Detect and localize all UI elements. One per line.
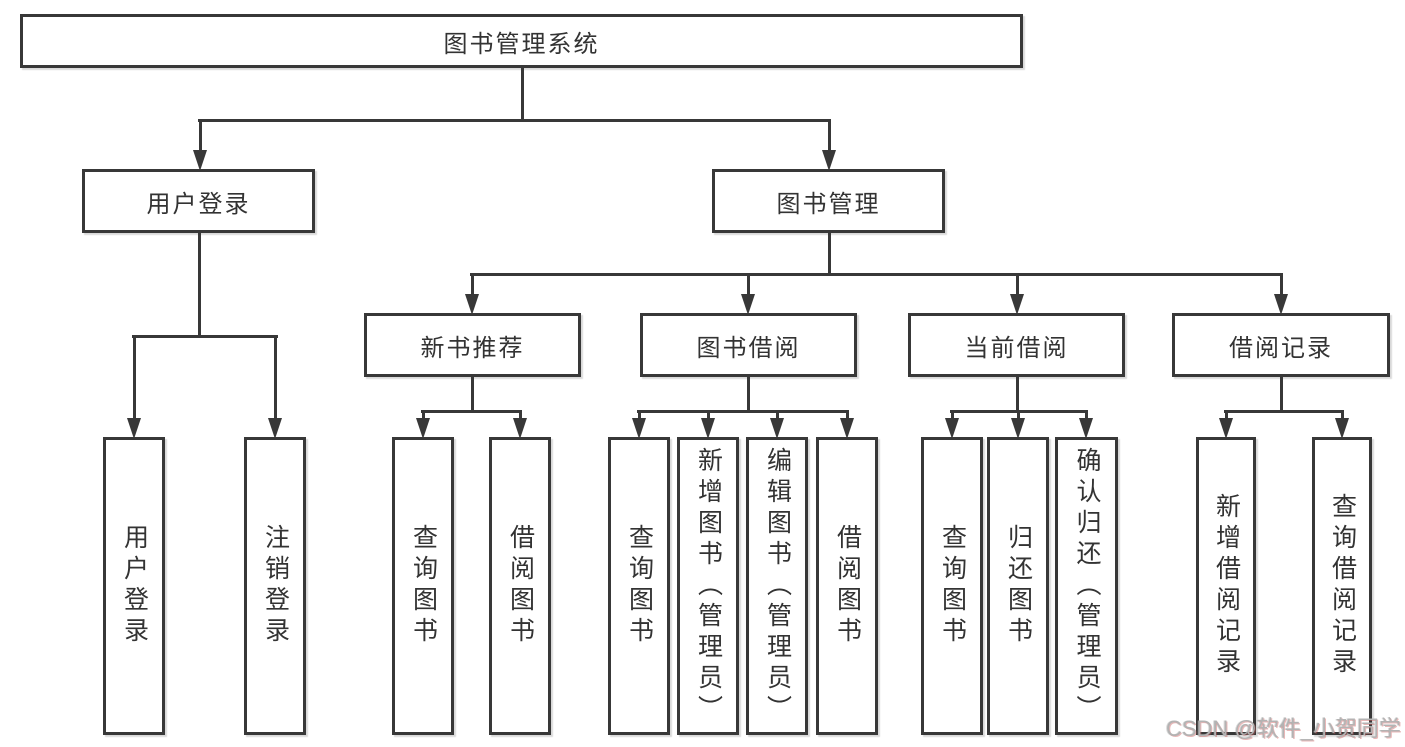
connector-line-vertical	[274, 335, 277, 421]
leaf-borrowing-edit-books-admin: 编辑图书（管理员）	[746, 437, 808, 735]
connector-line-horizontal	[1224, 410, 1344, 413]
arrowhead-down-icon	[1219, 418, 1233, 439]
arrowhead-down-icon	[513, 418, 527, 439]
connector-line-vertical	[1016, 377, 1019, 412]
leaf-borrowing-query-books-label: 查询图书	[625, 524, 654, 648]
node-borrowing-records-label: 借阅记录	[1229, 334, 1333, 362]
arrowhead-down-icon	[770, 418, 784, 439]
connector-line-vertical	[1016, 273, 1019, 296]
leaf-current-confirm-return-admin-label: 确认归还（管理员）	[1073, 446, 1101, 726]
connector-line-vertical	[1017, 410, 1020, 420]
connector-line-vertical	[828, 232, 831, 273]
node-book-borrowing: 图书借阅	[640, 313, 857, 377]
connector-line-vertical	[1280, 273, 1283, 296]
node-user-login: 用户登录	[82, 169, 315, 233]
arrowhead-down-icon	[1274, 294, 1288, 315]
connector-line-horizontal	[421, 410, 522, 413]
arrowhead-down-icon	[1335, 418, 1349, 439]
node-borrowing-records: 借阅记录	[1172, 313, 1390, 377]
node-root-label: 图书管理系统	[443, 30, 600, 58]
leaf-current-query-books-label: 查询图书	[938, 524, 967, 648]
arrowhead-down-icon	[268, 418, 282, 439]
connector-line-vertical	[199, 119, 202, 154]
leaf-borrowing-query-books: 查询图书	[608, 437, 670, 735]
leaf-logout: 注销登录	[244, 437, 306, 735]
connector-line-vertical	[638, 410, 641, 420]
leaf-records-add-record: 新增借阅记录	[1196, 437, 1256, 735]
leaf-recommend-query-books: 查询图书	[392, 437, 454, 735]
leaf-recommend-query-books-label: 查询图书	[409, 524, 438, 648]
leaf-records-query-record: 查询借阅记录	[1312, 437, 1372, 735]
leaf-user-login: 用户登录	[103, 437, 165, 735]
arrowhead-down-icon	[193, 150, 207, 171]
leaf-user-login-label: 用户登录	[120, 524, 149, 648]
connector-line-vertical	[846, 410, 849, 420]
node-book-management: 图书管理	[712, 169, 945, 233]
arrowhead-down-icon	[632, 418, 646, 439]
leaf-borrowing-edit-books-admin-label: 编辑图书（管理员）	[763, 446, 792, 726]
connector-line-horizontal	[470, 273, 1283, 276]
connector-line-vertical	[521, 68, 524, 119]
leaf-recommend-borrow-books: 借阅图书	[489, 437, 551, 735]
leaf-current-confirm-return-admin: 确认归还（管理员）	[1055, 437, 1118, 735]
arrowhead-down-icon	[701, 418, 715, 439]
arrowhead-down-icon	[822, 150, 836, 171]
leaf-borrowing-add-books-admin: 新增图书（管理员）	[677, 437, 739, 735]
leaf-borrowing-borrow-books-label: 借阅图书	[833, 524, 862, 648]
connector-line-vertical	[747, 273, 750, 296]
node-new-book-recommend: 新书推荐	[364, 313, 581, 377]
leaf-records-query-record-label: 查询借阅记录	[1328, 493, 1357, 679]
connector-line-vertical	[1341, 410, 1344, 420]
arrowhead-down-icon	[741, 294, 755, 315]
leaf-recommend-borrow-books-label: 借阅图书	[506, 524, 535, 648]
arrowhead-down-icon	[945, 418, 959, 439]
arrowhead-down-icon	[465, 294, 479, 315]
node-book-borrowing-label: 图书借阅	[696, 334, 801, 362]
arrowhead-down-icon	[1011, 418, 1025, 439]
node-current-borrowing-label: 当前借阅	[964, 334, 1069, 362]
connector-line-horizontal	[198, 119, 831, 122]
connector-line-vertical	[776, 410, 779, 420]
csdn-watermark: CSDN @软件_小贺同学	[1165, 716, 1401, 741]
arrowhead-down-icon	[1079, 418, 1093, 439]
connector-line-vertical	[198, 233, 201, 335]
node-new-book-recommend-label: 新书推荐	[420, 334, 525, 362]
connector-line-vertical	[951, 410, 954, 420]
connector-line-vertical	[519, 410, 522, 420]
arrowhead-down-icon	[1010, 294, 1024, 315]
connector-line-vertical	[707, 410, 710, 420]
arrowhead-down-icon	[840, 418, 854, 439]
connector-line-vertical	[1085, 410, 1088, 420]
leaf-current-return-books-label: 归还图书	[1004, 524, 1033, 648]
connector-line-vertical	[828, 119, 831, 154]
leaf-current-return-books: 归还图书	[987, 437, 1049, 735]
connector-line-vertical	[1225, 410, 1228, 420]
connector-line-vertical	[422, 410, 425, 420]
connector-line-horizontal	[950, 410, 1088, 413]
node-book-management-label: 图书管理	[776, 190, 881, 218]
leaf-borrowing-add-books-admin-label: 新增图书（管理员）	[694, 446, 723, 726]
node-current-borrowing: 当前借阅	[908, 313, 1125, 377]
connector-line-vertical	[471, 377, 474, 412]
connector-line-horizontal	[637, 410, 849, 413]
leaf-borrowing-borrow-books: 借阅图书	[816, 437, 878, 735]
node-root: 图书管理系统	[20, 14, 1023, 68]
connector-line-vertical	[471, 273, 474, 296]
connector-line-horizontal	[132, 335, 278, 338]
arrowhead-down-icon	[127, 418, 141, 439]
arrowhead-down-icon	[416, 418, 430, 439]
connector-line-vertical	[1280, 377, 1283, 412]
leaf-records-add-record-label: 新增借阅记录	[1212, 493, 1241, 679]
connector-line-vertical	[133, 335, 136, 421]
node-user-login-label: 用户登录	[146, 190, 251, 218]
leaf-logout-label: 注销登录	[261, 524, 290, 648]
leaf-current-query-books: 查询图书	[921, 437, 983, 735]
connector-line-vertical	[747, 377, 750, 412]
